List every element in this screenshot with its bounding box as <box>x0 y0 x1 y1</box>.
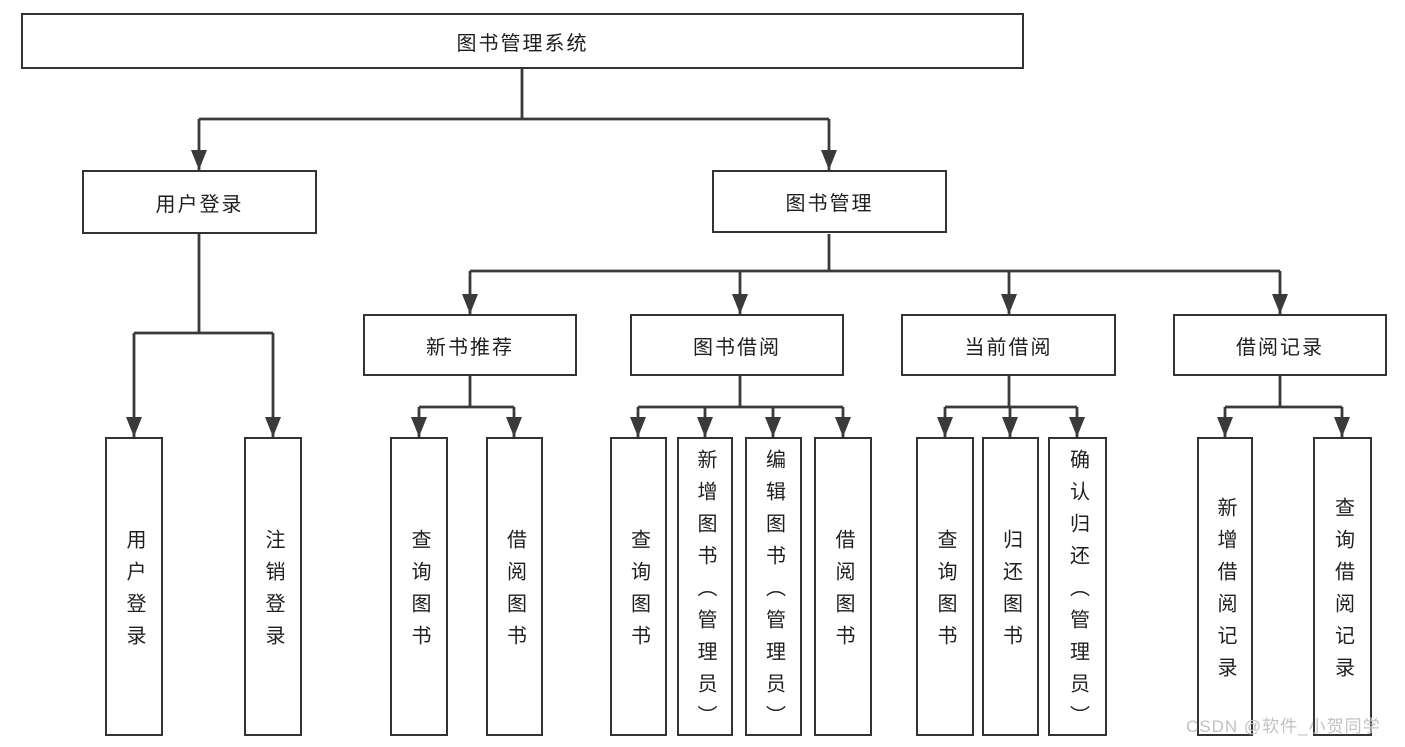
node-current-borrowing: 当前借阅 <box>901 314 1116 376</box>
node-return-books: 归还图书 <box>982 437 1039 736</box>
node-logout: 注销登录 <box>244 437 302 736</box>
node-edit-books-admin: 编辑图书（管理员） <box>745 437 802 737</box>
node-label: 确认归还（管理员） <box>1066 448 1089 737</box>
node-root: 图书管理系统 <box>21 13 1024 69</box>
connector-book-borrowing <box>630 376 851 437</box>
connector-current-borrowing <box>937 376 1085 437</box>
connector-borrowing-records <box>1217 376 1350 437</box>
node-label: 编辑图书（管理员） <box>762 448 785 737</box>
node-query-books-current: 查询图书 <box>916 437 974 736</box>
node-borrowing-records: 借阅记录 <box>1173 314 1387 376</box>
node-borrow-books-recommend: 借阅图书 <box>486 437 543 736</box>
node-add-books-admin: 新增图书（管理员） <box>677 437 733 737</box>
node-label: 查询图书 <box>408 528 430 657</box>
node-label: 借阅图书 <box>503 528 526 657</box>
node-user-login: 用户登录 <box>82 170 317 234</box>
node-book-borrowing: 图书借阅 <box>630 314 844 376</box>
node-label: 注销登录 <box>262 528 284 657</box>
node-label: 用户登录 <box>123 528 145 657</box>
node-label: 新增图书（管理员） <box>694 448 716 737</box>
node-query-books-borrowing: 查询图书 <box>610 437 667 736</box>
node-label: 查询借阅记录 <box>1331 496 1354 689</box>
node-label: 查询图书 <box>934 528 956 657</box>
node-query-books-recommend: 查询图书 <box>390 437 448 736</box>
node-label: 借阅图书 <box>832 528 854 657</box>
node-book-management: 图书管理 <box>712 170 947 233</box>
csdn-watermark: CSDN @软件_小贺同学 <box>1186 717 1381 736</box>
node-confirm-return-admin: 确认归还（管理员） <box>1048 437 1107 737</box>
node-borrow-books-borrowing: 借阅图书 <box>814 437 872 736</box>
node-label: 新增借阅记录 <box>1214 496 1236 689</box>
node-new-book-recommendation: 新书推荐 <box>363 314 577 376</box>
node-add-borrow-record: 新增借阅记录 <box>1197 437 1253 736</box>
connector-user-login <box>126 234 281 437</box>
node-user-login-action: 用户登录 <box>105 437 163 736</box>
node-label: 查询图书 <box>627 528 650 657</box>
connector-root <box>191 69 837 170</box>
node-label: 归还图书 <box>999 528 1022 657</box>
connector-book-management <box>462 234 1288 314</box>
node-query-borrow-record: 查询借阅记录 <box>1313 437 1372 736</box>
connector-new-book-recommendation <box>411 376 522 437</box>
